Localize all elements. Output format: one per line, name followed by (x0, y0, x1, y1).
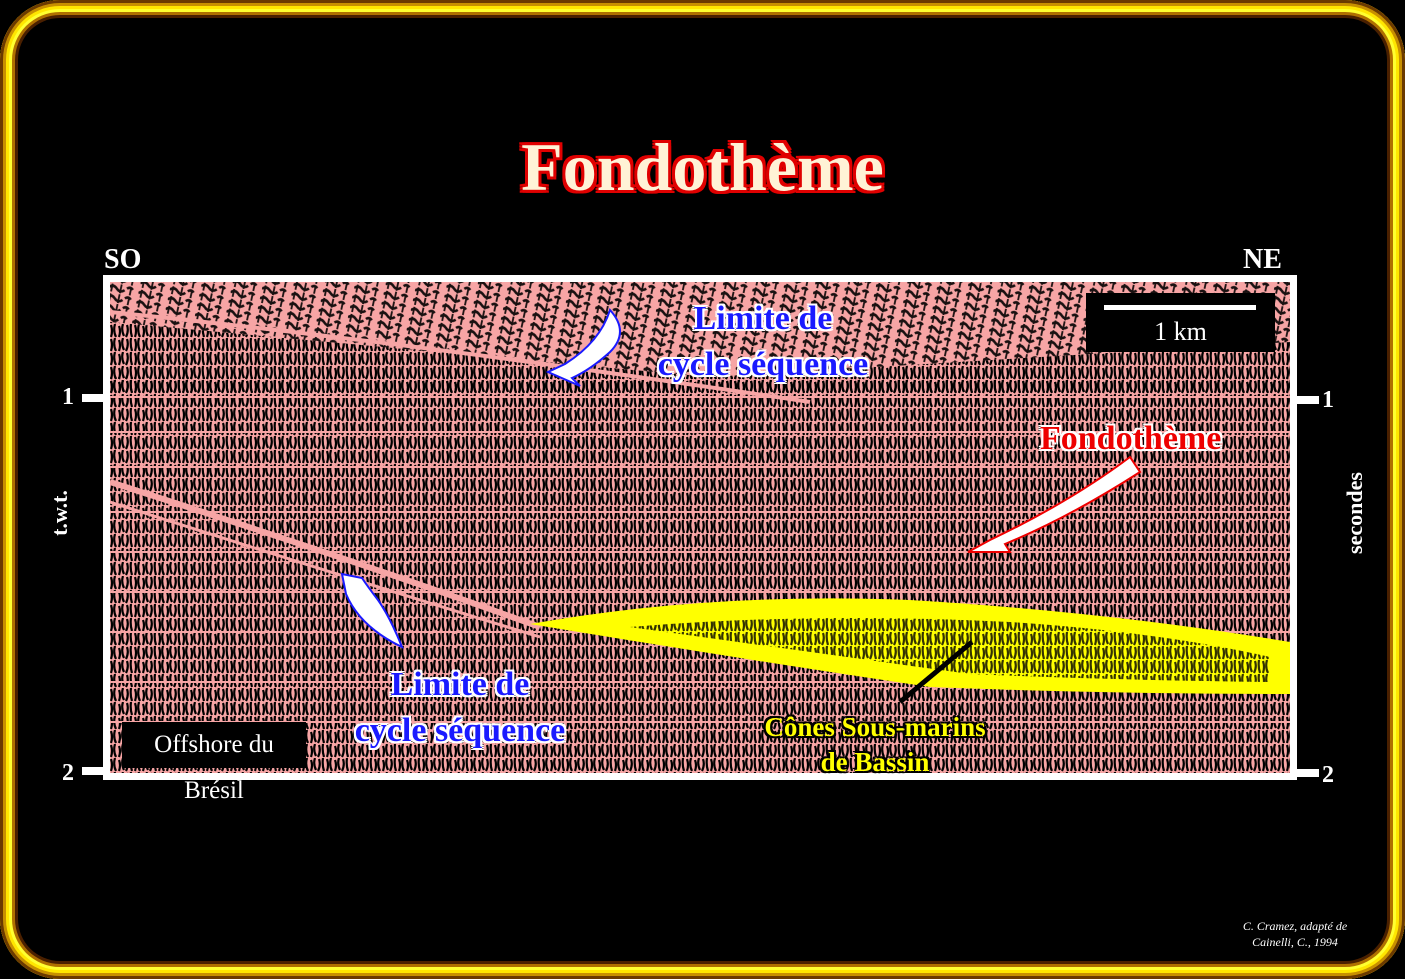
arrow-icon (545, 308, 621, 387)
tick-label-right-2: 2 (1322, 762, 1334, 788)
arrow-icon (967, 455, 1142, 553)
pointer-line (898, 640, 974, 704)
scale-bar: 1 km (1086, 293, 1275, 352)
cones-label: Cônes Sous-marins de Bassin (725, 710, 1025, 780)
label-line: cycle séquence (354, 712, 566, 749)
upper-boundary-label: Limite de cycle séquence (603, 296, 923, 388)
axis-label-left: t.w.t. (47, 490, 72, 536)
tick-right-1 (1297, 396, 1319, 404)
direction-right: NE (1243, 244, 1282, 275)
direction-left: SO (104, 244, 142, 275)
label-line: de Bassin (820, 747, 930, 777)
tick-label-left-2: 2 (62, 760, 74, 786)
label-line: Limite de (390, 666, 530, 703)
tick-label-left-1: 1 (62, 384, 74, 410)
credit-line: Cainelli, C., 1994 (1252, 935, 1338, 949)
tick-left-1 (82, 394, 104, 402)
tick-label-right-1: 1 (1322, 387, 1334, 413)
location-label: Offshore du Brésil (122, 722, 306, 804)
credit: C. Cramez, adapté de Cainelli, C., 1994 (1210, 918, 1380, 950)
lower-boundary-label: Limite de cycle séquence (300, 662, 620, 754)
arrow-icon (340, 572, 404, 650)
tick-right-2 (1297, 769, 1319, 777)
seismic-section (103, 275, 1297, 780)
seismic-texture (110, 282, 1290, 773)
axis-label-right: secondes (1342, 472, 1367, 554)
page-title: Fondothème (521, 129, 884, 205)
fondotheme-label: Fondothème (1040, 420, 1222, 457)
scale-label: 1 km (1154, 317, 1207, 346)
tick-left-2 (82, 767, 104, 775)
credit-line: C. Cramez, adapté de (1242, 919, 1348, 933)
scale-line (1104, 305, 1256, 310)
label-line: cycle séquence (657, 346, 869, 383)
label-line: Limite de (693, 300, 833, 337)
label-line: Cônes Sous-marins (764, 712, 986, 742)
